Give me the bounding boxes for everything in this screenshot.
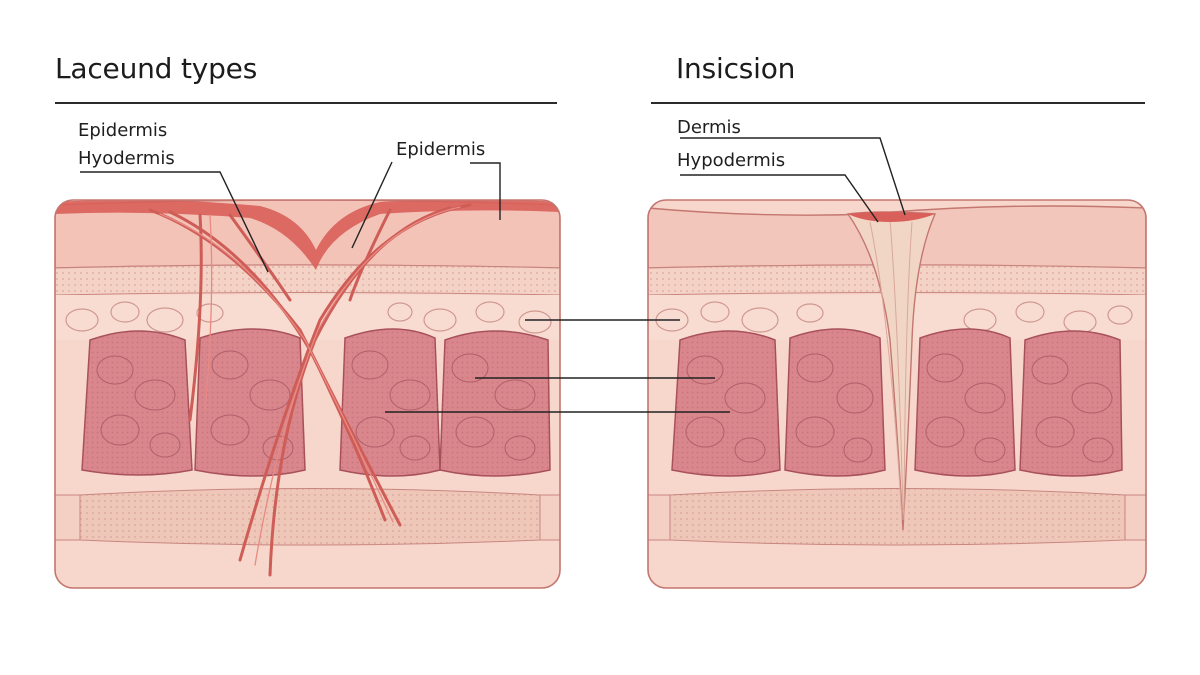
left-panel-title: Laceund types bbox=[55, 52, 258, 85]
left-skin-block bbox=[54, 199, 561, 589]
leader-lines bbox=[80, 137, 906, 413]
left-title-rule bbox=[55, 102, 557, 104]
label-hyodermis-left: Hyodermis bbox=[78, 148, 175, 169]
label-dermis-right: Dermis bbox=[677, 117, 741, 138]
right-skin-block bbox=[647, 199, 1147, 589]
label-hypodermis-right: Hypodermis bbox=[677, 150, 786, 171]
right-title-rule bbox=[651, 102, 1145, 104]
label-epidermis-left: Epidermis bbox=[78, 120, 168, 141]
right-panel-title: Insicsion bbox=[676, 52, 796, 85]
label-epidermis-center: Epidermis bbox=[396, 139, 486, 160]
